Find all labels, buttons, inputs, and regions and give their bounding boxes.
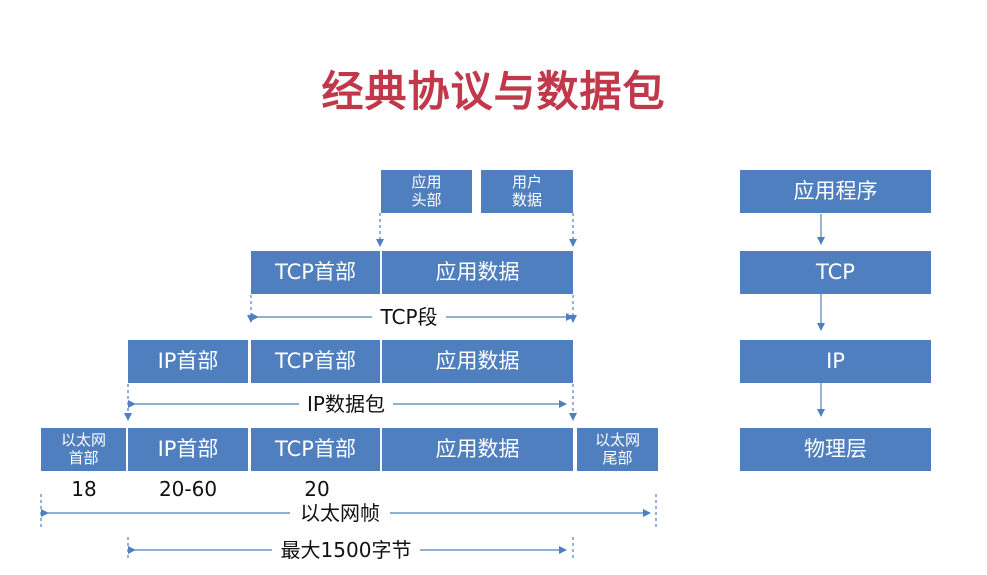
app-data-box: 应用数据 bbox=[382, 251, 573, 294]
user-data-box: 用户 数据 bbox=[481, 170, 573, 213]
app-data-box: 应用数据 bbox=[382, 340, 573, 383]
stack-application: 应用程序 bbox=[740, 170, 931, 213]
ip-header-size: 20-60 bbox=[158, 477, 218, 501]
ip-header-box: IP首部 bbox=[128, 340, 248, 383]
tcp-segment-label: TCP段 bbox=[372, 306, 446, 328]
eth-header-size: 18 bbox=[71, 477, 97, 501]
app-data-box: 应用数据 bbox=[382, 428, 573, 471]
ip-packet-label: IP数据包 bbox=[299, 393, 393, 415]
eth-header-box: 以太网 首部 bbox=[41, 428, 126, 471]
tcp-header-size: 20 bbox=[304, 477, 330, 501]
tcp-header-box: TCP首部 bbox=[251, 428, 380, 471]
tcp-header-box: TCP首部 bbox=[251, 340, 380, 383]
eth-frame-label: 以太网帧 bbox=[292, 502, 388, 524]
tcp-header-box: TCP首部 bbox=[251, 251, 380, 294]
stack-tcp: TCP bbox=[740, 251, 931, 294]
stack-ip: IP bbox=[740, 340, 931, 383]
page-title: 经典协议与数据包 bbox=[321, 67, 666, 116]
app-header-box: 应用 头部 bbox=[381, 170, 472, 213]
eth-trailer-box: 以太网 尾部 bbox=[577, 428, 658, 471]
stack-physical: 物理层 bbox=[740, 428, 931, 471]
max-bytes-label: 最大1500字节 bbox=[272, 539, 420, 561]
ip-header-box: IP首部 bbox=[128, 428, 248, 471]
